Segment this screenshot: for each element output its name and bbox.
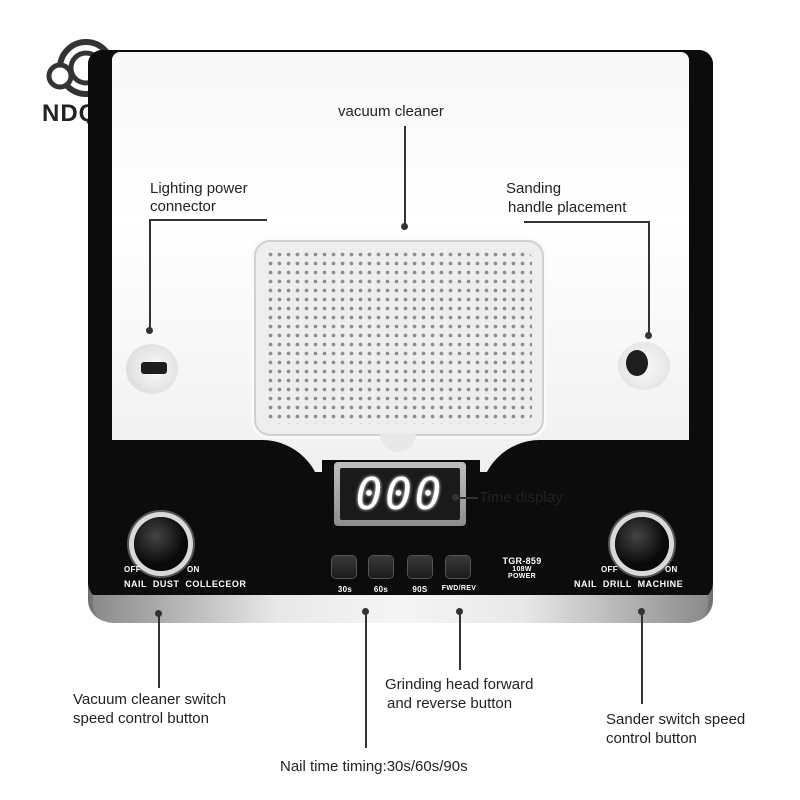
fwd-rev-label: FWD/REV xyxy=(441,585,477,592)
leader-lighting-v xyxy=(149,219,151,329)
leader-timing-dot xyxy=(362,608,369,615)
leader-time-dot xyxy=(452,494,459,501)
left-knob-on-label: ON xyxy=(187,565,200,574)
left-knob-caption: NAIL DUST COLLECEOR xyxy=(124,579,247,589)
left-knob-off-label: OFF xyxy=(124,565,141,574)
leader-lighting-h xyxy=(149,219,267,221)
drill-speed-knob[interactable] xyxy=(615,517,669,571)
leader-vacuum-dot xyxy=(401,223,408,230)
callout-sanding-line1: Sanding xyxy=(506,180,562,197)
panel-curve-right xyxy=(480,440,689,500)
time-display: 000 xyxy=(340,468,460,520)
timer-90s-button[interactable] xyxy=(408,556,432,578)
callout-sander-line2: control button xyxy=(606,730,697,747)
timer-30s-button[interactable] xyxy=(332,556,356,578)
callout-vacuum-switch-line1: Vacuum cleaner switch xyxy=(73,691,227,708)
grille-light-tab xyxy=(380,434,416,452)
model-power-label: POWER xyxy=(508,573,536,580)
fwd-rev-button[interactable] xyxy=(446,556,470,578)
panel-curve-left xyxy=(112,440,322,500)
callout-lighting-line1: Lighting power xyxy=(150,180,248,197)
callout-time-display: Time display xyxy=(479,489,563,506)
leader-sanding-dot xyxy=(645,332,652,339)
device-base xyxy=(93,595,708,623)
time-display-digits: 000 xyxy=(355,468,445,520)
leader-grinding-dot xyxy=(456,608,463,615)
leader-vacuum-switch-dot xyxy=(155,610,162,617)
callout-sander-line1: Sander switch speed xyxy=(606,711,746,728)
leader-timing xyxy=(365,612,367,748)
callout-vacuum-switch-line2: speed control button xyxy=(73,710,209,727)
vacuum-grille-holes xyxy=(266,250,532,424)
callout-grinding-line1: Grinding head forward xyxy=(385,676,534,693)
leader-grinding xyxy=(459,612,461,670)
model-name: TGR-859 xyxy=(502,556,542,566)
vacuum-speed-knob[interactable] xyxy=(134,517,188,571)
right-knob-off-label: OFF xyxy=(601,565,618,574)
callout-vacuum-cleaner: vacuum cleaner xyxy=(338,103,444,120)
leader-time xyxy=(456,497,478,499)
sanding-handle-hole xyxy=(626,350,648,376)
callout-lighting-line2: connector xyxy=(150,198,216,215)
leader-sanding-h xyxy=(524,221,649,223)
right-knob-caption: NAIL DRILL MACHINE xyxy=(574,579,684,589)
callout-grinding-line2: and reverse button xyxy=(387,695,513,712)
leader-sander xyxy=(641,612,643,704)
leader-vacuum-switch xyxy=(158,614,160,688)
leader-sander-dot xyxy=(638,608,645,615)
leader-sanding-v xyxy=(648,221,650,334)
leader-lighting-dot xyxy=(146,327,153,334)
timer-90s-label: 90S xyxy=(412,585,428,594)
right-knob-on-label: ON xyxy=(665,565,678,574)
leader-vacuum xyxy=(404,126,406,226)
timer-30s-label: 30s xyxy=(337,585,353,594)
callout-timing: Nail time timing:30s/60s/90s xyxy=(280,758,468,775)
model-power-value: 108W xyxy=(512,566,532,573)
timer-60s-label: 60s xyxy=(373,585,389,594)
callout-sanding-line2: handle placement xyxy=(508,199,627,216)
timer-60s-button[interactable] xyxy=(369,556,393,578)
connector-slot xyxy=(141,362,167,374)
